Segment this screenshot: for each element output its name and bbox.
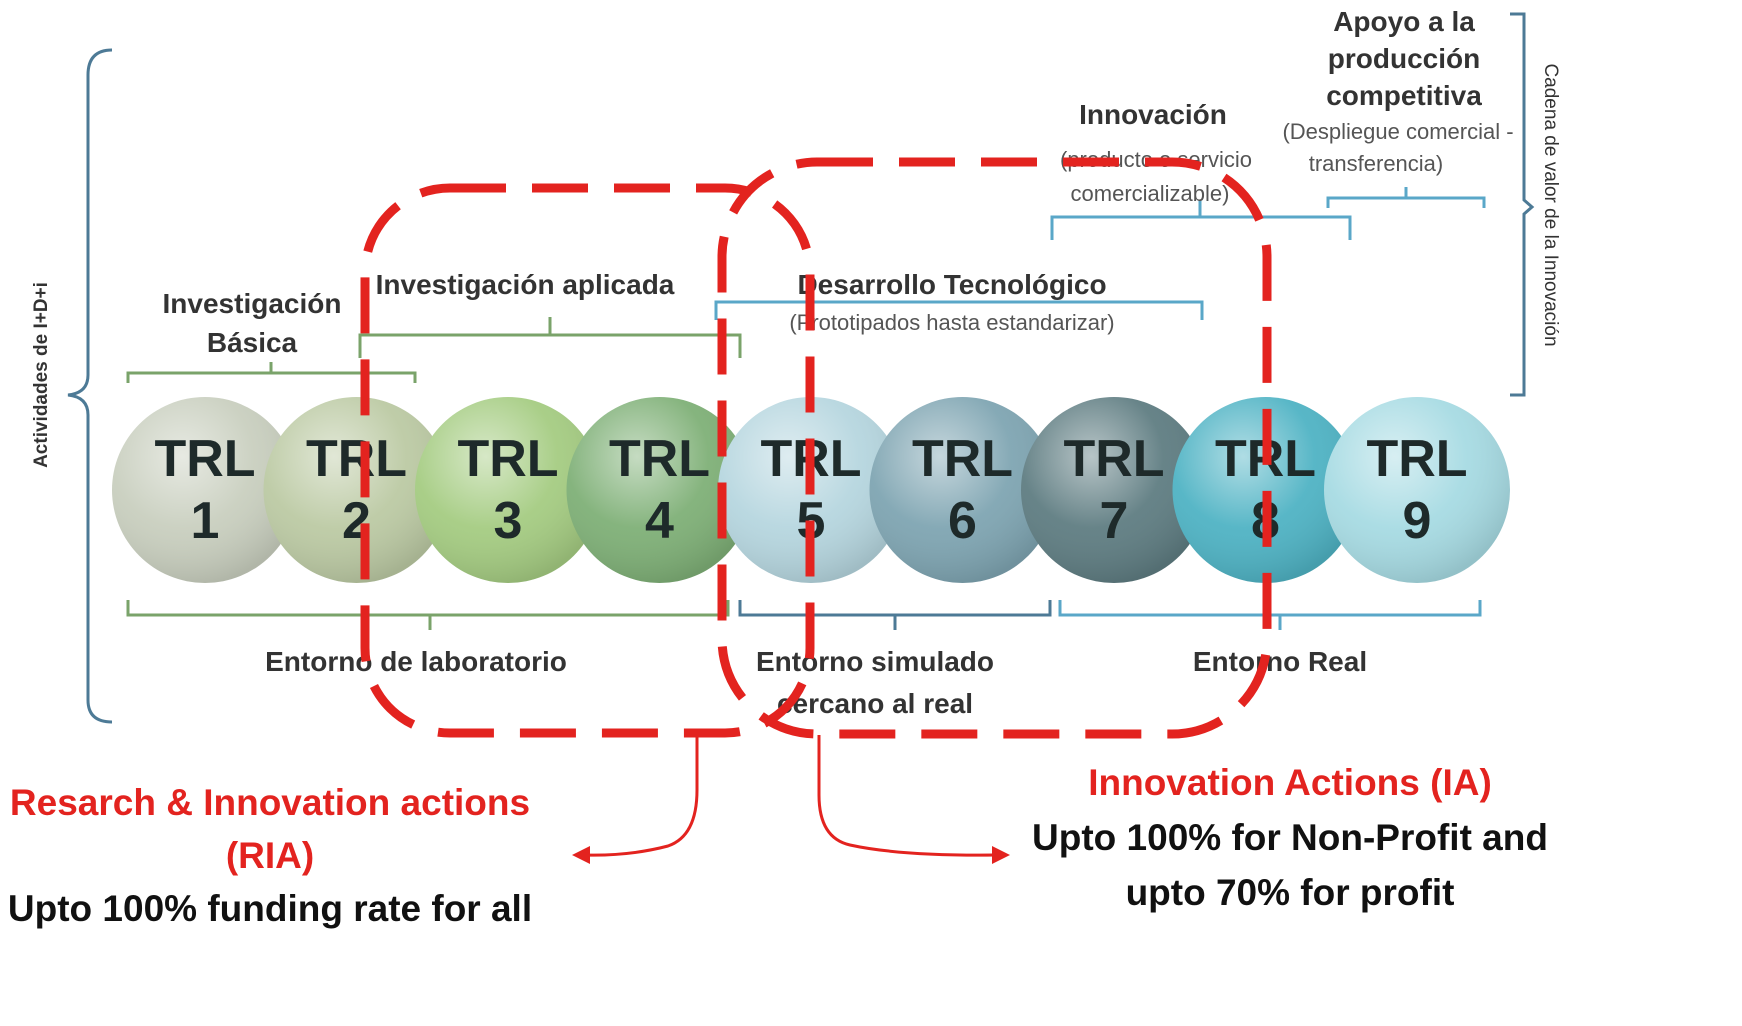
trl-number: 7 (1100, 492, 1129, 550)
env-simulado-line1: Entorno simulado (756, 646, 994, 677)
phase-basica-line2: Básica (207, 327, 298, 358)
phase-apoyo-line1: Apoyo a la (1333, 6, 1475, 37)
trl-label: TRL (154, 430, 255, 488)
trl-number: 6 (948, 492, 977, 550)
trl-circle-shine (112, 397, 298, 583)
trl-circle-shine (263, 397, 450, 583)
phase-innovacion-subtitle-line2: comercializable) (1071, 181, 1230, 206)
bracket-apoyo (1326, 187, 1486, 208)
left-activities-brace (67, 48, 113, 724)
trl-label: TRL (306, 430, 407, 488)
phase-apoyo-subtitle-line2: transferencia) (1309, 151, 1444, 176)
trl-circle-shine (869, 397, 1056, 583)
phase-desarrollo-title: Desarrollo Tecnológico (797, 269, 1106, 300)
phase-apoyo-subtitle-line1: (Despliegue comercial - (1282, 119, 1513, 144)
right-value-chain-bracket (1510, 12, 1535, 397)
phase-apoyo-line3: competitiva (1326, 80, 1482, 111)
bracket-simulado (738, 600, 1052, 630)
ia-dashed-box (717, 157, 1272, 739)
bracket-innovacion (1050, 200, 1352, 240)
bracket-basica (126, 362, 417, 383)
trl-circle-shine (566, 397, 753, 583)
right-axis-label: Cadena de valor de la Innovación (1540, 63, 1561, 346)
trl-number: 3 (494, 492, 523, 550)
trl-circle-shine (415, 397, 601, 583)
phase-basica-line1: Investigación (163, 288, 342, 319)
phase-innovacion-title: Innovación (1079, 99, 1227, 130)
trl-number: 4 (645, 492, 674, 550)
trl-circle-shine (1021, 397, 1207, 583)
phase-desarrollo-subtitle: (Prototipados hasta estandarizar) (789, 310, 1114, 335)
env-laboratorio: Entorno de laboratorio (265, 646, 567, 677)
trl-label: TRL (1366, 430, 1467, 488)
ria-arrowhead (572, 846, 590, 864)
trl-label: TRL (1063, 430, 1164, 488)
trl-label: TRL (457, 430, 558, 488)
ria-note: Upto 100% funding rate for all (8, 888, 532, 929)
trl-circle-shine (1324, 397, 1510, 583)
ia-note-line2: upto 70% for profit (1126, 872, 1455, 913)
trl-label: TRL (609, 430, 710, 488)
trl-circle-shine (1172, 397, 1359, 583)
trl-number: 1 (191, 492, 220, 550)
env-real: Entorno Real (1193, 646, 1367, 677)
ria-arrow (585, 735, 699, 857)
ria-title-line2: (RIA) (226, 835, 314, 876)
left-axis-label: Actividades de I+D+i (31, 282, 52, 468)
bracket-desarrollo (714, 300, 1204, 320)
bracket-aplicada (358, 317, 742, 358)
ia-arrowhead (992, 846, 1010, 864)
ria-dashed-box (360, 183, 815, 738)
phase-apoyo-line2: producción (1328, 43, 1480, 74)
env-simulado-line2: cercano al real (777, 688, 973, 719)
phase-aplicada-title: Investigación aplicada (376, 269, 675, 300)
ia-title: Innovation Actions (IA) (1088, 762, 1492, 803)
ria-title-line1: Resarch & Innovation actions (10, 782, 530, 823)
ia-arrow (817, 735, 996, 857)
ia-note-line1: Upto 100% for Non-Profit and (1032, 817, 1548, 858)
bracket-laboratorio (126, 600, 730, 630)
trl-label: TRL (912, 430, 1013, 488)
trl-number: 9 (1403, 492, 1432, 550)
